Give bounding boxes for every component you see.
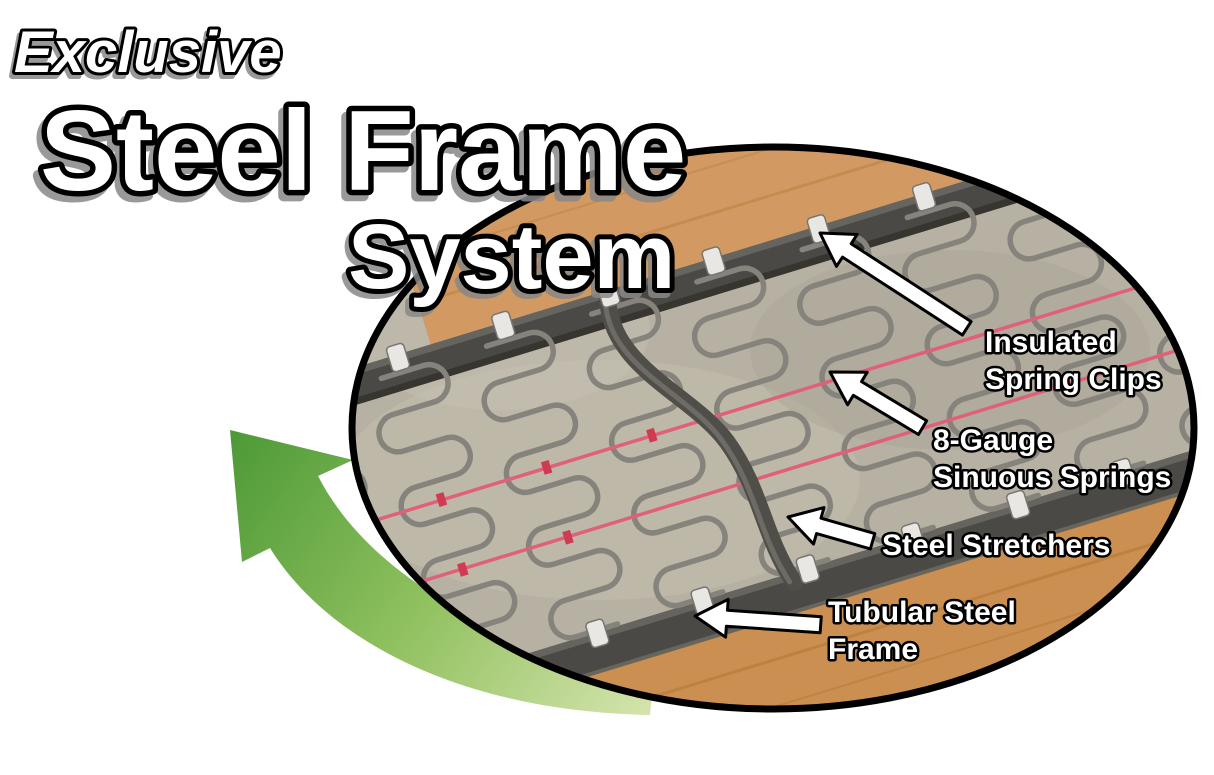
callout-tubular-frame-line1: Tubular Steel — [828, 596, 1016, 629]
title-line2: System — [348, 206, 675, 308]
wood-rail-top — [380, 147, 1194, 345]
photo-ellipse-border — [348, 143, 1198, 713]
title-line1: Steel Frame — [40, 88, 686, 215]
callout-tubular-frame-line2: Frame — [828, 633, 918, 666]
border-wires — [352, 233, 1194, 628]
callout-sinuous-springs-line2: Sinuous Springs — [933, 461, 1171, 494]
steel-stretcher-illustration — [599, 281, 803, 592]
callout-labels: Insulated Spring Clips 8-Gauge Sinuous S… — [826, 324, 1174, 669]
callout-arrow-sinuous-springs-icon — [828, 370, 929, 436]
title-block: Exclusive Steel Frame System — [11, 17, 692, 313]
concrete-patch — [352, 360, 860, 600]
callout-sinuous-springs-line1: 8-Gauge — [933, 424, 1053, 457]
wood-grain — [605, 435, 1194, 709]
callout-insulated-clips-line1: Insulated — [985, 326, 1117, 359]
callout-steel-stretchers-line1: Steel Stretchers — [882, 529, 1110, 562]
title-kicker: Exclusive — [14, 20, 282, 85]
callout-arrow-tubular-frame-icon — [693, 597, 823, 639]
callout-arrow-steel-stretchers-icon — [786, 506, 877, 551]
wood-grain — [414, 147, 1194, 259]
callout-insulated-clips-line2: Spring Clips — [985, 363, 1162, 396]
callout-arrow-insulated-clips-icon — [818, 231, 973, 337]
